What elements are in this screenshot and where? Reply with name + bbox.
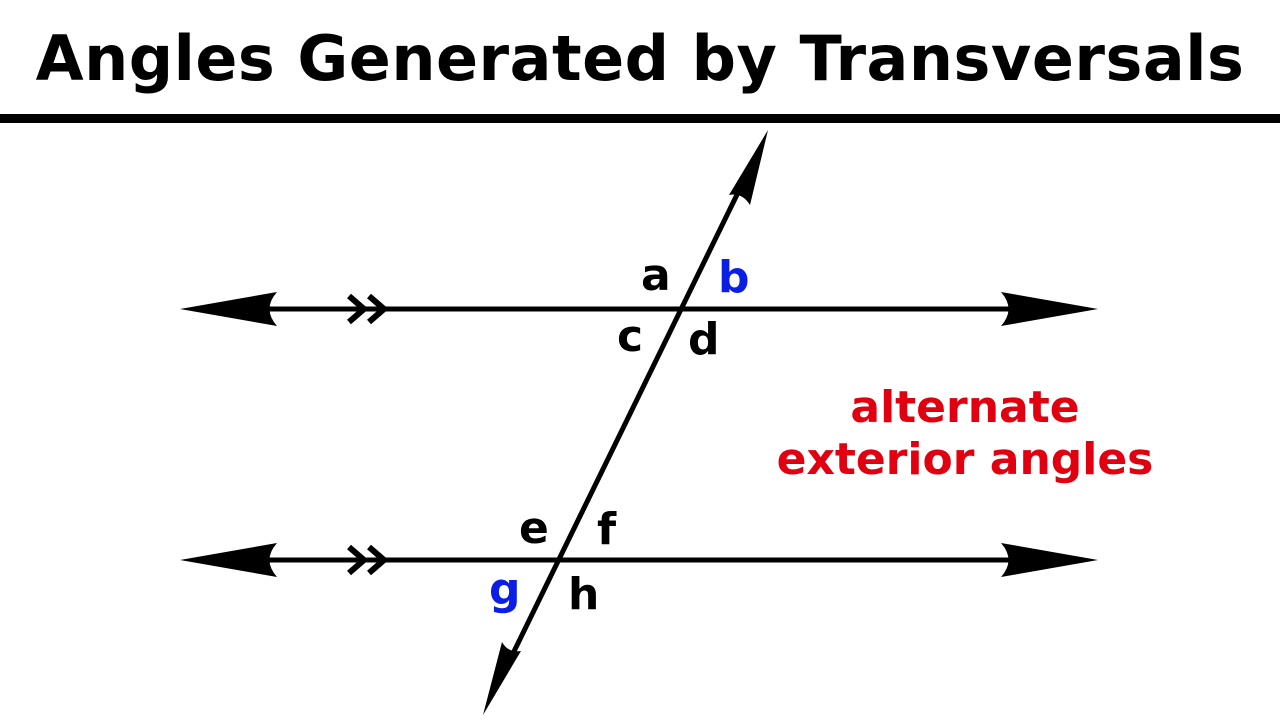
right-arrowhead-icon (1001, 292, 1098, 326)
transversal-line (483, 130, 768, 715)
angle-label-a: a (641, 250, 671, 301)
annotation-line-1: alternate (850, 382, 1080, 433)
title-divider (0, 114, 1280, 123)
up-arrowhead-icon (729, 130, 768, 205)
top-parallel-line (180, 292, 1098, 326)
left-arrowhead-icon (180, 292, 277, 326)
angle-label-d: d (688, 314, 720, 365)
angle-label-b: b (718, 252, 750, 303)
angle-type-annotation: alternate exterior angles (740, 382, 1190, 486)
page-title: Angles Generated by Transversals (35, 22, 1245, 95)
parallel-marker-icon (347, 544, 389, 576)
annotation-line-2: exterior angles (776, 434, 1154, 485)
angle-label-g: g (489, 564, 521, 615)
angle-label-c: c (617, 311, 644, 362)
right-arrowhead-icon (1001, 543, 1098, 577)
down-arrowhead-icon (483, 642, 521, 715)
left-arrowhead-icon (180, 543, 277, 577)
angle-label-f: f (597, 504, 617, 555)
bottom-parallel-line (180, 543, 1098, 577)
parallel-marker-icon (347, 293, 389, 325)
angle-label-h: h (568, 569, 600, 620)
angle-label-e: e (519, 503, 549, 554)
